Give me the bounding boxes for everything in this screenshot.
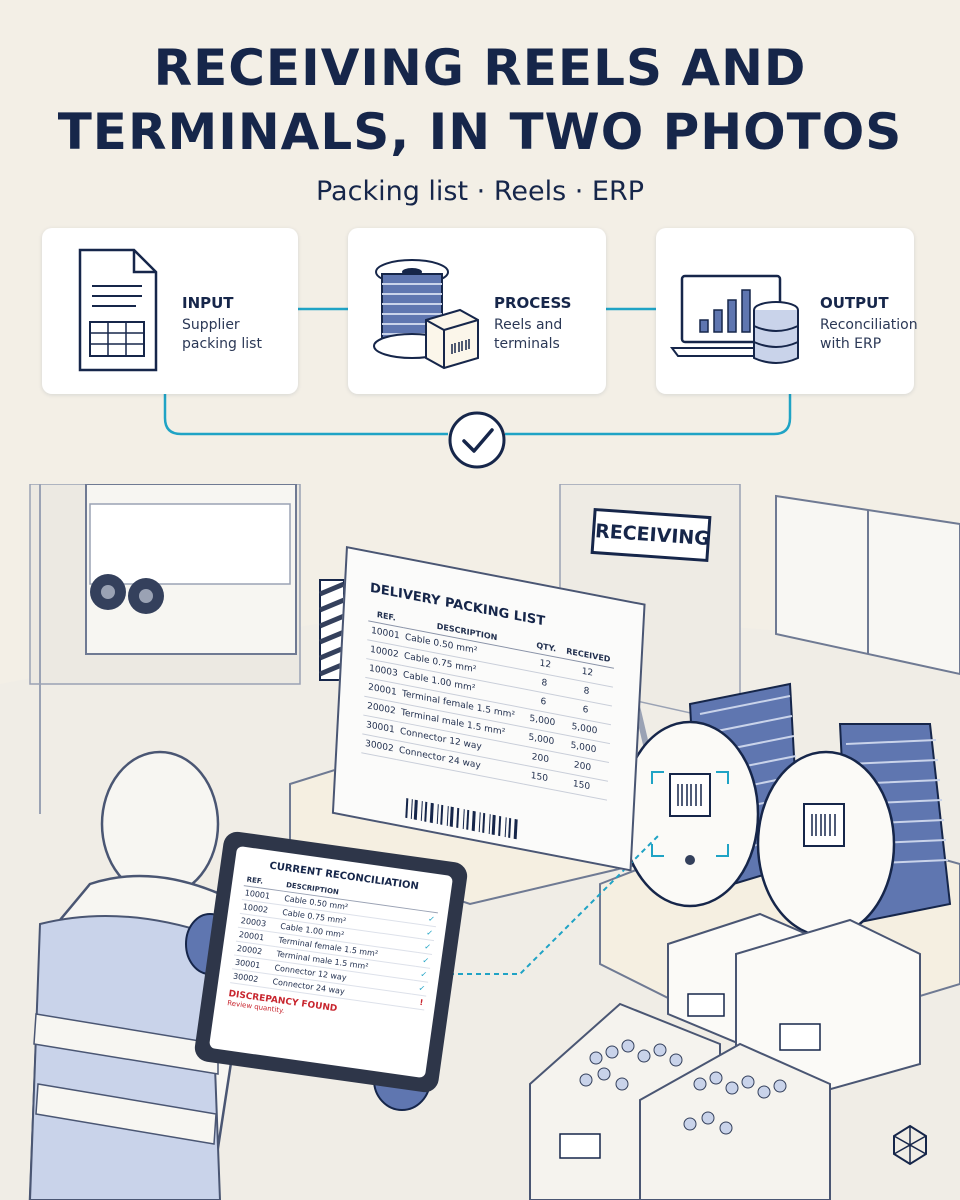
delivery-packing-list: DELIVERY PACKING LIST REF. DESCRIPTION Q…: [331, 546, 646, 872]
receiving-sign: RECEIVING: [590, 507, 712, 563]
step-label-input: INPUT: [182, 294, 234, 312]
step-desc-input: Supplier packing list: [182, 317, 262, 352]
worker-figure: [28, 750, 431, 1200]
flow-card-input: INPUT Supplier packing list: [42, 228, 298, 394]
flow-connectors: [163, 307, 792, 469]
step-desc-process: Reels and terminals: [494, 317, 563, 352]
step-label-output: OUTPUT: [820, 294, 889, 312]
reconciliation-tablet: CURRENT RECONCILIATION REF. DESCRIPTION …: [193, 830, 469, 1094]
tablet-screen: CURRENT RECONCILIATION REF. DESCRIPTION …: [208, 845, 454, 1079]
title-line-2: TERMINALS, IN TWO PHOTOS: [57, 103, 903, 161]
step-desc-output: Reconciliation with ERP: [820, 317, 918, 352]
cable-reel: [756, 723, 952, 938]
page-title: RECEIVING REELS AND TERMINALS, IN TWO PH…: [0, 36, 960, 164]
brand-logo-icon: [893, 1124, 927, 1166]
reconciliation-table: REF. DESCRIPTION 10001 Cable 0.50 mm² ✓ …: [230, 873, 440, 1010]
flow-card-output: OUTPUT Reconciliation with ERP: [656, 228, 918, 394]
warning-icon: !: [409, 994, 427, 1010]
barcode-icon: [405, 797, 518, 840]
title-line-1: RECEIVING REELS AND: [153, 39, 807, 97]
cable-reel-box-icon: [373, 259, 479, 370]
checkmark-circle-icon: [448, 411, 506, 469]
step-label-process: PROCESS: [494, 294, 572, 312]
document-table-icon: [78, 248, 158, 372]
subtitle: Packing list · Reels · ERP: [315, 176, 645, 207]
laptop-database-icon: [670, 274, 799, 364]
flow-card-process: PROCESS Reels and terminals: [348, 228, 606, 394]
